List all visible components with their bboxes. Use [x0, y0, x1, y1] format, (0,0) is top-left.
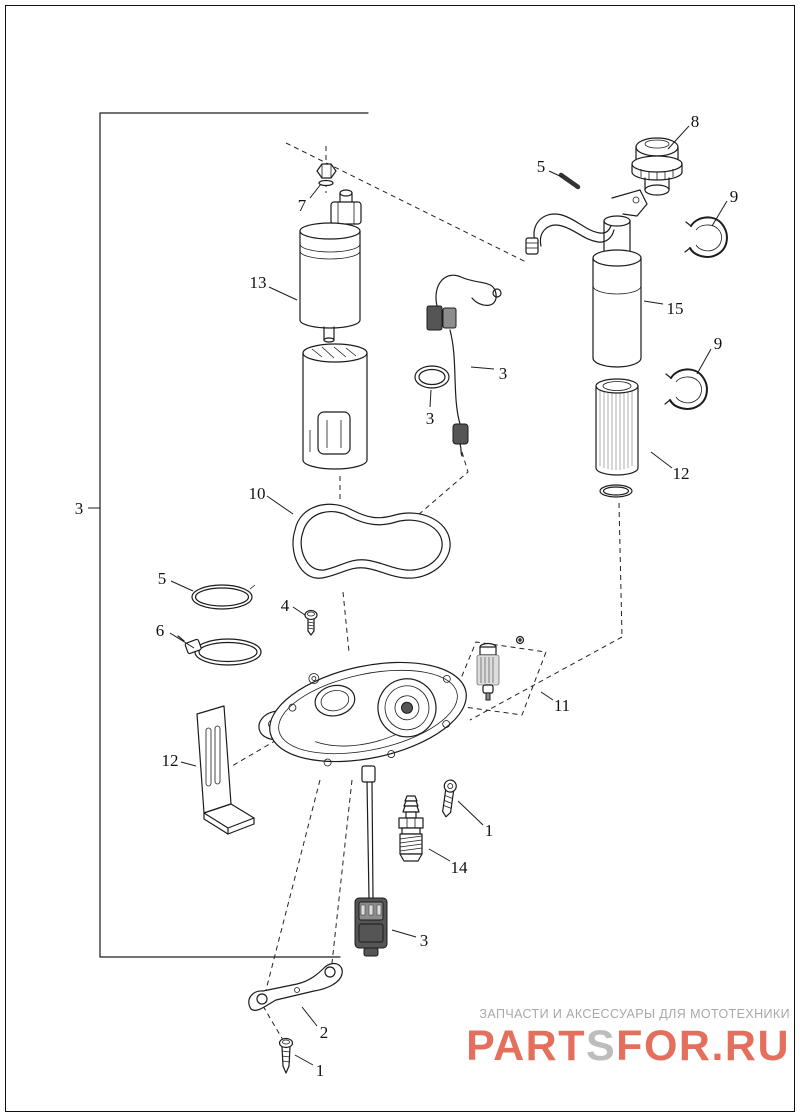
callout-part-4: 4	[281, 596, 290, 615]
screw-1-bottom	[278, 1037, 294, 1074]
fuel-cap-8	[631, 137, 683, 196]
callout-part-1-bottom: 1	[316, 1061, 325, 1080]
hose-clamp-9-lower	[664, 368, 708, 410]
callout-part-7: 7	[298, 196, 307, 215]
retaining-pin-5	[558, 172, 581, 190]
hex-nut-7	[316, 163, 337, 187]
o-ring-3	[414, 365, 450, 389]
callout-part-9-upper: 9	[730, 187, 739, 206]
wiring-harness-3	[426, 274, 502, 457]
callout-part-6: 6	[156, 621, 165, 640]
screw-4	[304, 609, 318, 636]
watermark-logo-part1: PART	[466, 1021, 586, 1070]
callout-part-11: 11	[554, 696, 570, 715]
page-border-frame	[5, 5, 795, 1112]
bracket-12	[196, 705, 255, 835]
o-ring-5	[191, 584, 256, 610]
watermark-logo: PARTSFOR.RU	[466, 1021, 790, 1070]
sender-rod	[361, 765, 376, 899]
assembly-bracket-3	[99, 112, 369, 958]
callout-part-3-assembly: 3	[75, 499, 84, 518]
callout-part-15: 15	[667, 299, 684, 318]
gasket-10	[292, 503, 451, 579]
callout-part-13: 13	[250, 273, 267, 292]
callout-part-10: 10	[249, 484, 266, 503]
flange-plate	[258, 661, 467, 767]
watermark-logo-part2: S	[585, 1021, 617, 1070]
callout-part-5-left: 5	[158, 569, 167, 588]
callout-part-8: 8	[691, 112, 700, 131]
fitting-14	[398, 795, 424, 862]
callout-labels: 8 5 9 7 13 15 3 9 3 12 3 10 5 6 4 11 12 …	[75, 112, 739, 1080]
pump-sleeve-13	[302, 343, 368, 470]
callout-part-12-filter: 12	[673, 464, 690, 483]
callout-part-3-oring: 3	[426, 409, 435, 428]
callout-part-12-bracket: 12	[162, 751, 179, 770]
fuel-pump-13	[299, 189, 362, 343]
callout-part-14: 14	[451, 858, 469, 877]
exploded-axis-dashed-lines	[231, 142, 623, 1041]
filter-12	[595, 378, 639, 498]
watermark: ЗАПЧАСТИ И АКСЕССУАРЫ ДЛЯ МОТОТЕХНИКИ PA…	[466, 1007, 790, 1070]
callout-leader-lines	[88, 125, 728, 1066]
callout-part-5-top: 5	[537, 157, 546, 176]
watermark-logo-part3: FOR.RU	[616, 1021, 790, 1070]
clamp-ring-6	[177, 635, 262, 666]
canister-15	[525, 189, 648, 368]
watermark-tagline: ЗАПЧАСТИ И АКСЕССУАРЫ ДЛЯ МОТОТЕХНИКИ	[479, 1007, 790, 1021]
hose-clamp-9-upper	[684, 216, 728, 258]
sensor-11	[476, 635, 525, 701]
screw-1-right	[442, 779, 457, 818]
callout-part-3-connector: 3	[420, 931, 429, 950]
connector-3	[354, 897, 388, 957]
callout-part-9-lower: 9	[714, 334, 723, 353]
bracket-2	[248, 962, 343, 1011]
callout-part-2: 2	[320, 1023, 329, 1042]
callout-part-1-right: 1	[485, 821, 494, 840]
callout-part-3-harness: 3	[499, 364, 508, 383]
